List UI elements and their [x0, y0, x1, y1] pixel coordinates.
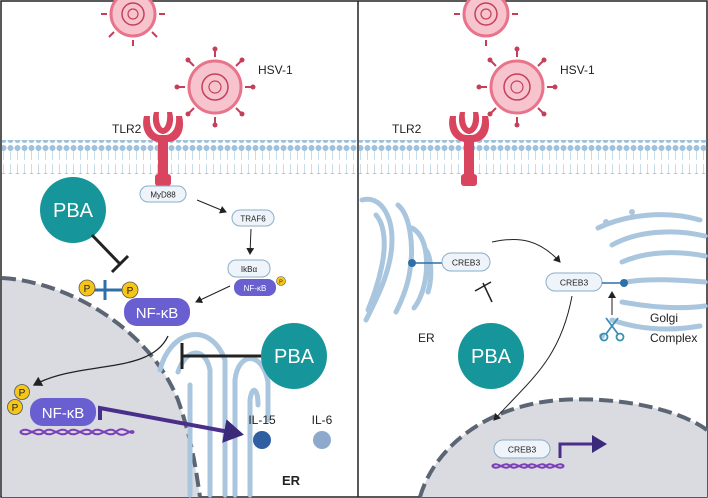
scissors-icon: [599, 317, 625, 342]
nuclear-nfkb-box: [30, 398, 96, 426]
small-phospho-label: P: [279, 280, 283, 286]
traf6-box: [231, 209, 275, 227]
nfkb-small-box: [234, 279, 276, 296]
golgi-label-line2: Complex: [650, 331, 697, 345]
pba-right-inhibition: [474, 281, 493, 303]
il6-icon: [313, 431, 331, 449]
nfkb-small-label: NF-κB: [244, 284, 267, 293]
pba-right-label: PBA: [471, 346, 512, 368]
nfkb-box: [124, 298, 190, 326]
creb3-er-label: CREB3: [452, 258, 481, 268]
nuclear-phospho-bottom-icon: [7, 399, 23, 415]
right-er-label: ER: [418, 331, 435, 345]
myd88-to-traf6-arrow: [196, 199, 227, 214]
golgi-label-line1: Golgi: [650, 311, 678, 325]
traf6-to-ikba-arrow: [246, 228, 255, 255]
pba-top-icon: [40, 177, 106, 243]
pba-bottom-icon: [261, 323, 327, 389]
er-to-golgi-arrow: [491, 239, 561, 263]
left-nucleus: [2, 278, 200, 497]
il6-label: IL-6: [312, 413, 333, 427]
right-virus-top-icon: [454, 0, 518, 46]
right-tlr2-receptor-icon: [449, 112, 490, 186]
right-dna-icon: [491, 463, 565, 469]
traf6-label: TRAF6: [240, 215, 266, 224]
left-tlr2-receptor-icon: [143, 112, 184, 186]
nfkb-label: NF-κB: [136, 305, 179, 322]
pba-bottom-label: PBA: [274, 346, 315, 368]
il15-label: IL-15: [248, 413, 276, 427]
myd88-label: MyD88: [150, 191, 176, 200]
ikba-box: [227, 259, 271, 278]
myd88-box: [139, 185, 187, 203]
phospho-left-icon: [78, 279, 96, 297]
small-phospho-icon: [276, 276, 286, 286]
golgi-vesicle-2: [629, 209, 635, 215]
creb3-golgi-box: [545, 272, 603, 292]
left-nuclear-envelope: [1, 276, 202, 498]
right-nuclear-envelope: [418, 397, 708, 498]
pba-top-inhibition: [90, 233, 130, 274]
creb3-golgi-label: CREB3: [560, 278, 589, 288]
left-virus-label: HSV-1: [258, 63, 293, 77]
left-virus-icon: [174, 46, 256, 128]
nfkb-transcription-arrow: [98, 405, 244, 443]
right-virus-icon: [476, 46, 558, 128]
pba-right-icon: [458, 323, 524, 389]
creb3-er-box: [441, 252, 491, 272]
nuclear-phospho-bottom-label: P: [12, 403, 19, 414]
golgi-complex: [595, 212, 708, 332]
creb3-nuclear-label: CREB3: [508, 445, 537, 455]
nuclear-phospho-top-label: P: [19, 388, 26, 399]
phospho-right-label: P: [127, 286, 134, 297]
left-receptor-label: TLR2: [112, 122, 142, 136]
golgi-to-nucleus-arrow: [493, 295, 573, 421]
right-er: [359, 196, 434, 323]
left-er-label: ER: [282, 473, 301, 488]
creb3-golgi-anchor-dot: [620, 279, 628, 287]
left-panel: HSV-1 TLR2 MyD88 TRAF6 IkBα NF-κB P PBA: [1, 0, 357, 498]
creb3-transcription-arrow: [558, 435, 607, 458]
creb3-nuclear-box: [493, 439, 551, 459]
golgi-vesicle-1: [603, 219, 609, 225]
right-cell-membrane: [359, 140, 707, 174]
il15-icon: [253, 431, 271, 449]
left-cell-membrane: [2, 140, 357, 174]
right-virus-label: HSV-1: [560, 63, 595, 77]
right-panel: HSV-1 TLR2 ER CREB3 PBA: [359, 0, 708, 498]
ikba-to-nfkb-arrow: [195, 285, 231, 304]
nuclear-nfkb-label: NF-κB: [42, 405, 85, 422]
left-virus-top-icon: [101, 0, 165, 46]
phospho-left-label: P: [84, 284, 91, 295]
phospho-right-icon: [121, 281, 139, 299]
right-nucleus: [420, 399, 707, 497]
pba-bottom-inhibition: [180, 343, 261, 369]
right-receptor-label: TLR2: [392, 122, 422, 136]
pba-top-label: PBA: [53, 200, 94, 222]
nuclear-phospho-top-icon: [14, 384, 30, 400]
left-dna-icon: [19, 428, 135, 436]
ikba-label: IkBα: [241, 265, 258, 274]
nfkb-translocation-arrow: [32, 335, 169, 386]
creb3-er-anchor-dot: [408, 259, 416, 267]
